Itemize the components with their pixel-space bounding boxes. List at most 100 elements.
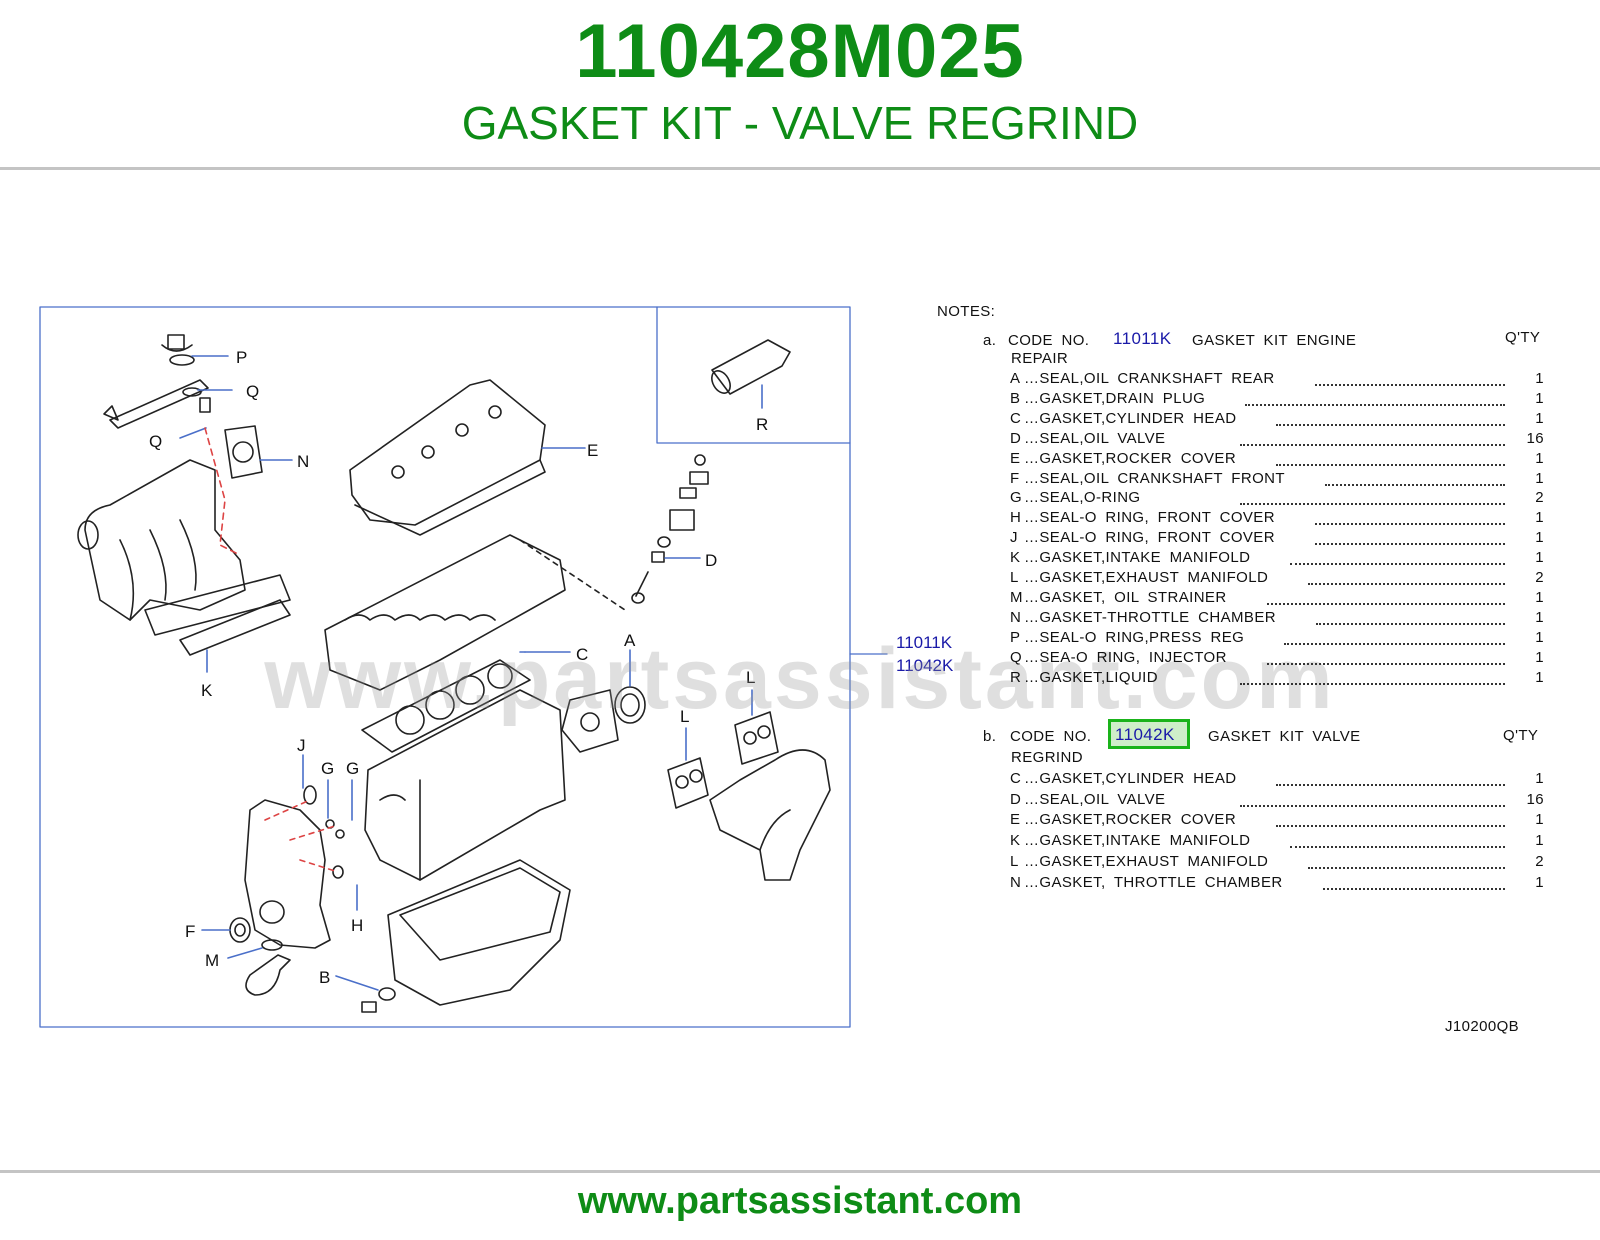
part-qty: 1 [1535, 609, 1544, 626]
highlighted-code-box [1108, 719, 1190, 749]
section-b-code-prefix: CODE NO. [1010, 728, 1092, 745]
part-name-text: SEAL,OIL CRANKSHAFT FRONT [1039, 470, 1285, 487]
callout-f: F [185, 922, 195, 941]
part-name-text: GASKET,LIQUID [1039, 669, 1158, 686]
part-qty: 2 [1535, 489, 1544, 506]
callout-n: N [297, 452, 309, 471]
part-key: K [1010, 549, 1021, 566]
leader-dots [1316, 623, 1505, 625]
section-b-code-link[interactable]: 11042K [1115, 725, 1175, 744]
part-key: C [1010, 770, 1022, 787]
part-name-text: GASKET, THROTTLE CHAMBER [1039, 874, 1283, 891]
part-qty: 1 [1535, 832, 1544, 849]
notes-heading: NOTES: [937, 303, 996, 320]
part-name-text: GASKET,ROCKER COVER [1039, 450, 1237, 467]
leader-ellipsis: … [1024, 509, 1040, 526]
part-name: …SEAL,OIL CRANKSHAFT FRONT [1024, 470, 1285, 487]
rear-oil-seal [561, 649, 646, 753]
part-qty: 16 [1526, 430, 1544, 447]
part-name: …SEAL,OIL VALVE [1024, 430, 1165, 447]
part-qty: 1 [1535, 669, 1544, 686]
part-name: …GASKET,EXHAUST MANIFOLD [1024, 569, 1268, 586]
part-key: F [1010, 470, 1020, 487]
leader-ellipsis: … [1024, 529, 1040, 546]
leader-dots [1276, 825, 1505, 827]
cylinder-head-gasket [361, 651, 571, 753]
part-name-text: GASKET,ROCKER COVER [1039, 811, 1237, 828]
callout-l: L [746, 668, 755, 687]
part-qty: 1 [1535, 874, 1544, 891]
part-qty: 1 [1535, 370, 1544, 387]
leader-ellipsis: … [1024, 589, 1040, 606]
part-name-text: SEAL,OIL VALVE [1039, 791, 1166, 808]
callout-q: Q [149, 432, 162, 451]
part-name: …SEAL-O RING, FRONT COVER [1024, 509, 1275, 526]
callout-m: M [205, 951, 219, 970]
part-qty: 16 [1526, 791, 1544, 808]
leader-dots [1290, 563, 1505, 565]
leader-ellipsis: … [1024, 569, 1040, 586]
part-name: …GASKET,DRAIN PLUG [1024, 390, 1205, 407]
part-key: K [1010, 832, 1021, 849]
leader-ellipsis: … [1024, 874, 1040, 891]
part-name-text: GASKET-THROTTLE CHAMBER [1039, 609, 1276, 626]
part-name-text: GASKET,CYLINDER HEAD [1039, 410, 1237, 427]
leader-dots [1284, 643, 1505, 645]
oil-pan [387, 859, 571, 1006]
part-qty: 1 [1535, 549, 1544, 566]
part-name-text: SEAL,OIL CRANKSHAFT REAR [1039, 370, 1275, 387]
header-divider [0, 167, 1600, 170]
part-key: D [1010, 791, 1022, 808]
leader-ellipsis: … [1024, 489, 1040, 506]
part-name-text: SEAL-O RING, FRONT COVER [1039, 509, 1275, 526]
section-b-description-cont: REGRIND [1011, 749, 1083, 766]
section-a-code-link[interactable]: 11011K [1113, 329, 1172, 348]
part-name-text: SEAL,O-RING [1039, 489, 1141, 506]
front-crank-seal-and-strainer [201, 917, 291, 996]
throttle-chamber-gasket [224, 425, 293, 479]
cylinder-head [324, 534, 626, 691]
leader-dots [1308, 583, 1505, 585]
diagram-code-11042k[interactable]: 11042K [896, 656, 954, 675]
part-name-text: GASKET, OIL STRAINER [1039, 589, 1227, 606]
exhaust-manifold [709, 749, 831, 881]
part-name: …GASKET, OIL STRAINER [1024, 589, 1227, 606]
section-a-qty-header: Q'TY [1505, 329, 1541, 346]
part-key: J [1010, 529, 1018, 546]
leader-dots [1315, 543, 1505, 545]
part-key: L [1010, 853, 1019, 870]
part-qty: 1 [1535, 390, 1544, 407]
part-name-text: GASKET,INTAKE MANIFOLD [1039, 832, 1251, 849]
part-name: …GASKET-THROTTLE CHAMBER [1024, 609, 1276, 626]
part-name: …GASKET,ROCKER COVER [1024, 450, 1236, 467]
callout-e: E [587, 441, 598, 460]
part-name: …GASKET,INTAKE MANIFOLD [1024, 549, 1250, 566]
part-name: …SEA-O RING, INJECTOR [1024, 649, 1227, 666]
footer-website-link[interactable]: www.partsassistant.com [577, 1180, 1023, 1222]
diagram-code-11011k[interactable]: 11011K [896, 633, 953, 652]
callout-g: G [346, 759, 359, 778]
callout-j: J [297, 736, 306, 755]
part-name-text: SEAL-O RING, FRONT COVER [1039, 529, 1275, 546]
part-name-text: SEAL,OIL VALVE [1039, 430, 1166, 447]
part-key: B [1010, 390, 1021, 407]
section-b-qty-header: Q'TY [1503, 727, 1539, 744]
part-key: A [1010, 370, 1021, 387]
front-cover [244, 754, 358, 949]
leader-dots [1276, 424, 1505, 426]
callout-c: C [576, 645, 588, 664]
part-name: …GASKET, THROTTLE CHAMBER [1024, 874, 1283, 891]
part-key: N [1010, 874, 1022, 891]
leader-ellipsis: … [1024, 629, 1040, 646]
callout-g: G [321, 759, 334, 778]
callout-r: R [756, 415, 768, 434]
leader-ellipsis: … [1024, 410, 1040, 427]
part-number: 110428M025 [575, 9, 1025, 94]
leader-dots [1240, 805, 1505, 807]
part-qty: 1 [1535, 410, 1544, 427]
part-name: …SEAL,O-RING [1024, 489, 1141, 506]
part-key: G [1010, 489, 1023, 506]
part-key: P [1010, 629, 1021, 646]
part-qty: 1 [1535, 589, 1544, 606]
leader-ellipsis: … [1024, 390, 1040, 407]
